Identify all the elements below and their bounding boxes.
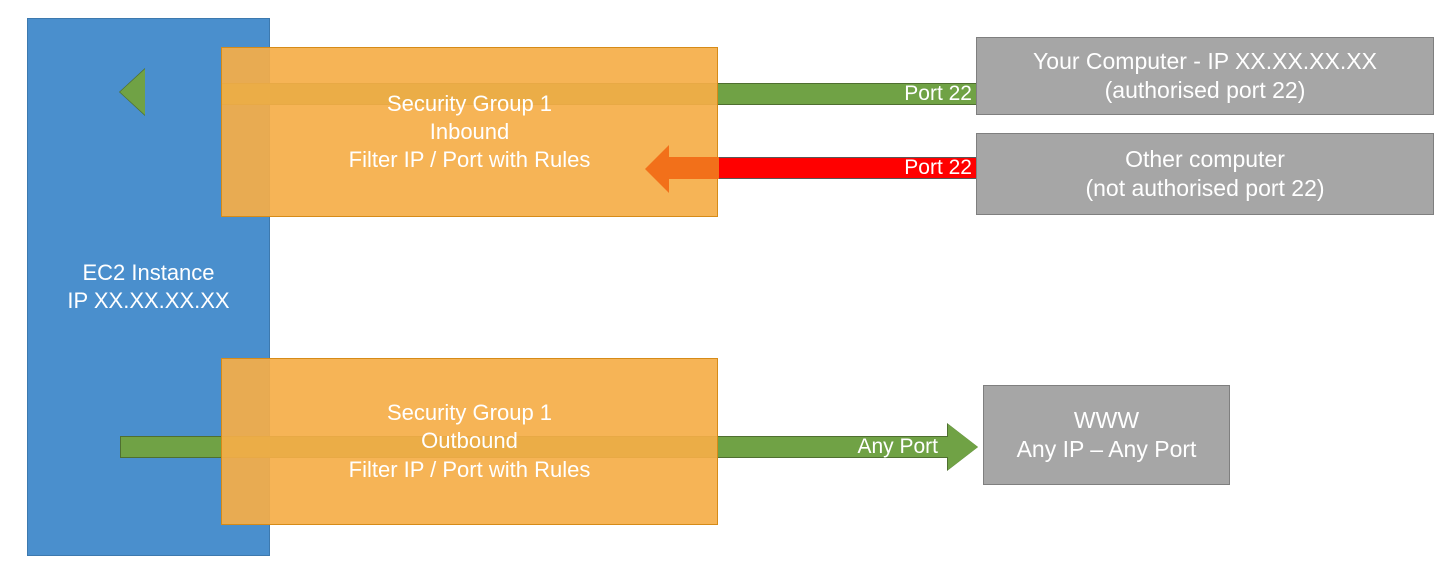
inbound-blocked-arrow-shaft <box>667 157 719 179</box>
endpoint-your-computer-box: Your Computer - IP XX.XX.XX.XX (authoris… <box>976 37 1434 115</box>
security-group-outbound-box: Security Group 1 Outbound Filter IP / Po… <box>221 358 718 525</box>
security-group-inbound-rule: Filter IP / Port with Rules <box>348 147 591 173</box>
outbound-connector-stub <box>120 436 222 458</box>
security-group-inbound-title: Security Group 1 <box>386 90 553 116</box>
endpoint-www-line2: Any IP – Any Port <box>1016 436 1197 462</box>
inbound-allowed-arrowhead-icon <box>120 69 145 115</box>
inbound-blocked-connector: Port 22 <box>718 156 978 179</box>
outbound-allowed-arrowhead-icon <box>948 424 978 470</box>
endpoint-your-computer-line2: (authorised port 22) <box>1104 77 1306 103</box>
inbound-blocked-label: Port 22 <box>904 156 972 179</box>
endpoint-www-line1: WWW <box>1073 406 1140 433</box>
outbound-allowed-label: Any Port <box>857 435 938 458</box>
ec2-instance-name: EC2 Instance <box>82 259 215 285</box>
security-group-outbound-title: Security Group 1 <box>386 400 553 426</box>
inbound-allowed-label: Port 22 <box>904 82 972 105</box>
endpoint-other-computer-box: Other computer (not authorised port 22) <box>976 133 1434 215</box>
security-group-outbound-direction: Outbound <box>421 428 518 454</box>
endpoint-www-box: WWW Any IP – Any Port <box>983 385 1230 485</box>
security-group-inbound-direction: Inbound <box>429 118 510 144</box>
security-group-outbound-rule: Filter IP / Port with Rules <box>348 456 591 482</box>
inbound-blocked-arrowhead-icon <box>645 145 669 193</box>
endpoint-other-computer-line1: Other computer <box>1125 145 1285 172</box>
ec2-instance-ip: IP XX.XX.XX.XX <box>67 288 230 313</box>
endpoint-your-computer-line1: Your Computer - IP XX.XX.XX.XX <box>1033 47 1377 74</box>
endpoint-other-computer-line2: (not authorised port 22) <box>1085 175 1325 201</box>
security-group-inbound-box: Security Group 1 Inbound Filter IP / Por… <box>221 47 718 217</box>
